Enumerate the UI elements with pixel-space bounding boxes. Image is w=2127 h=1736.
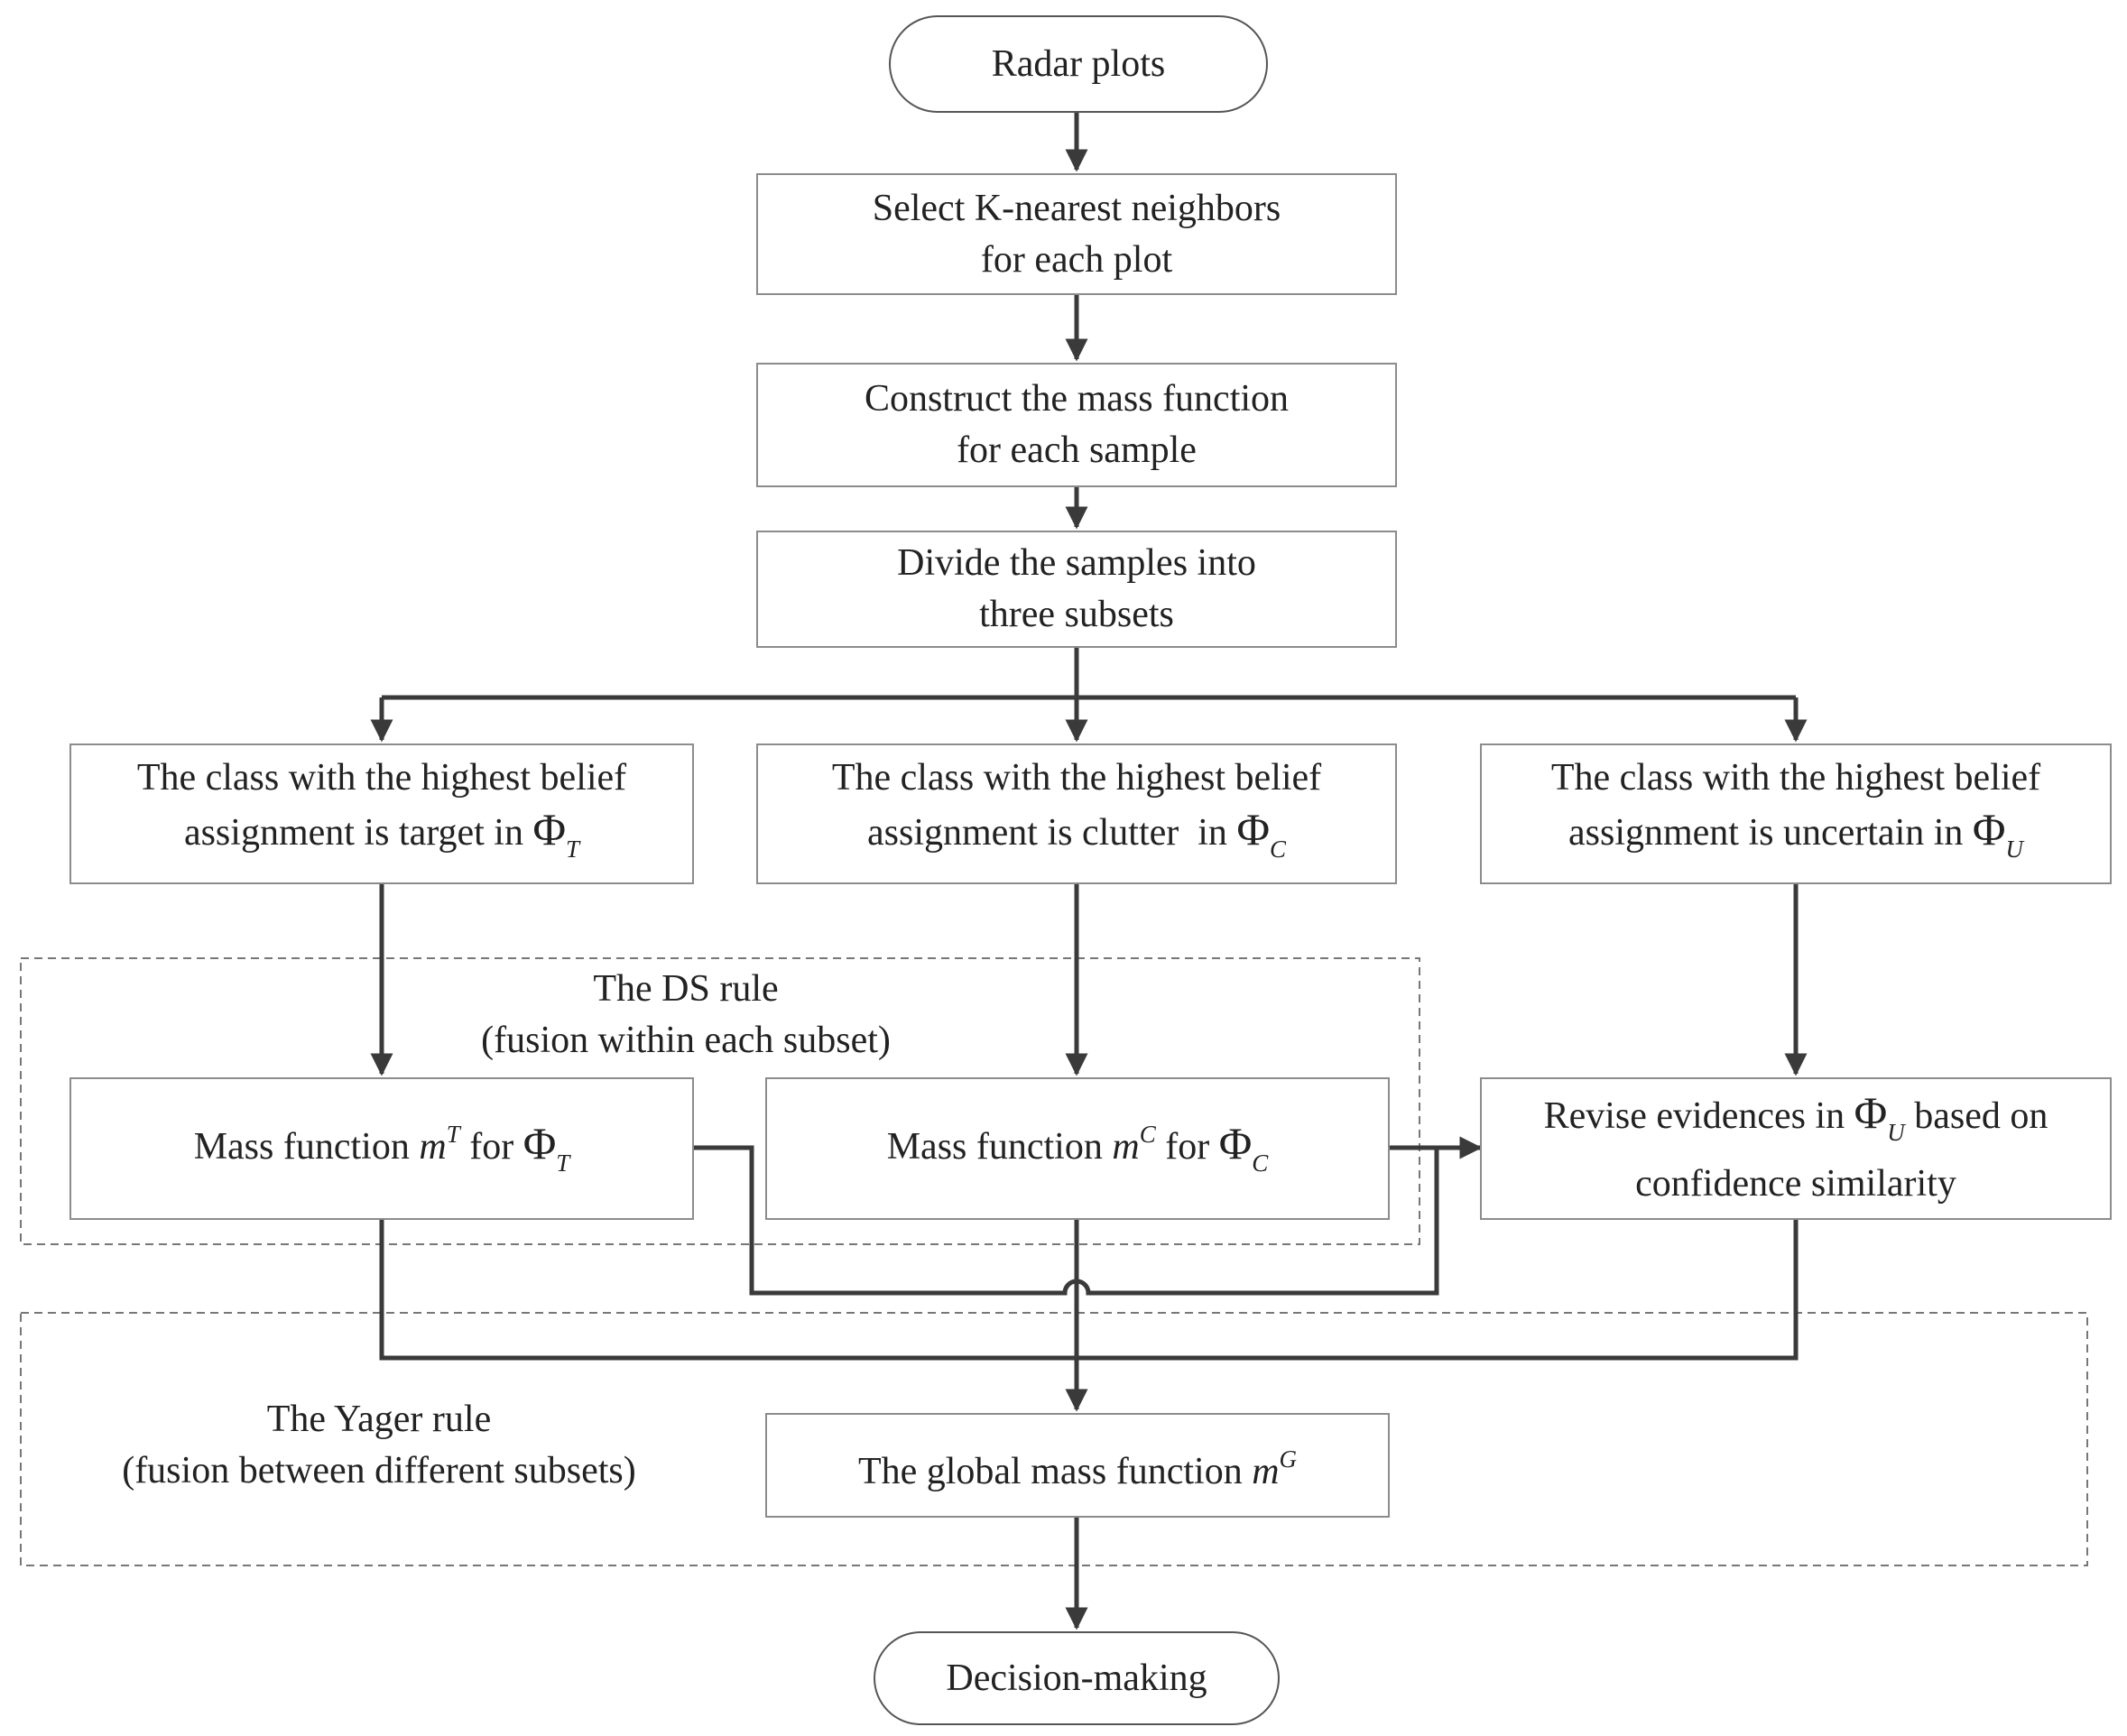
revise-line-1: Revise evidences in ΦU based on xyxy=(1543,1087,2048,1146)
mass-clutter-box: Mass function mC for ΦC xyxy=(765,1077,1390,1220)
ds-rule-subtitle: (fusion within each subset) xyxy=(481,1020,891,1061)
class-clutter-line-1: The class with the highest belief xyxy=(831,757,1322,799)
yager-rule-region xyxy=(20,1312,2088,1566)
class-target-line-2: assignment is target in ΦT xyxy=(183,804,580,863)
class-target-line-1: The class with the highest belief xyxy=(136,757,627,799)
class-uncertain-box: The class with the highest belief assign… xyxy=(1480,743,2112,884)
ds-rule-region xyxy=(20,957,1420,1245)
collect-line xyxy=(379,1220,1799,1361)
knn-line-1: Select K-nearest neighbors xyxy=(872,187,1281,229)
class-uncertain-line-1: The class with the highest belief xyxy=(1550,757,2041,799)
ds-rule-label: The DS rule (fusion within each subset) xyxy=(388,964,984,1067)
mass-target-text: Mass function mT for ΦT xyxy=(193,1117,570,1177)
revise-evidences-box: Revise evidences in ΦU based on confiden… xyxy=(1480,1077,2112,1220)
class-clutter-line-2: assignment is clutter in ΦC xyxy=(866,804,1287,863)
knn-line-2: for each plot xyxy=(980,238,1173,281)
start-radar-plots: Radar plots xyxy=(889,15,1268,113)
construct-mass-box: Construct the mass function for each sam… xyxy=(756,363,1397,487)
mass-line-1: Construct the mass function xyxy=(864,378,1290,420)
class-target-box: The class with the highest belief assign… xyxy=(69,743,694,884)
class-uncertain-line-2: assignment is uncertain in ΦU xyxy=(1568,804,2023,863)
mass-target-box: Mass function mT for ΦT xyxy=(69,1077,694,1220)
yager-rule-label: The Yager rule (fusion between different… xyxy=(36,1394,722,1497)
divide-samples-box: Divide the samples into three subsets xyxy=(756,531,1397,648)
mass-line-2: for each sample xyxy=(957,429,1197,471)
global-mass-text: The global mass function mG xyxy=(857,1445,1298,1492)
yager-rule-subtitle: (fusion between different subsets) xyxy=(122,1450,636,1491)
end-decision-making: Decision-making xyxy=(874,1631,1280,1725)
mass-clutter-text: Mass function mC for ΦC xyxy=(886,1117,1269,1177)
divide-line-2: three subsets xyxy=(979,594,1174,635)
class-clutter-box: The class with the highest belief assign… xyxy=(756,743,1397,884)
revise-line-2: confidence similarity xyxy=(1635,1163,1956,1205)
end-label: Decision-making xyxy=(946,1657,1207,1699)
global-mass-box: The global mass function mG xyxy=(765,1413,1390,1518)
yager-rule-title: The Yager rule xyxy=(266,1399,492,1440)
divide-line-1: Divide the samples into xyxy=(897,542,1256,584)
start-label: Radar plots xyxy=(991,42,1166,85)
ds-rule-title: The DS rule xyxy=(593,968,779,1010)
select-knn-box: Select K-nearest neighbors for each plot xyxy=(756,173,1397,295)
